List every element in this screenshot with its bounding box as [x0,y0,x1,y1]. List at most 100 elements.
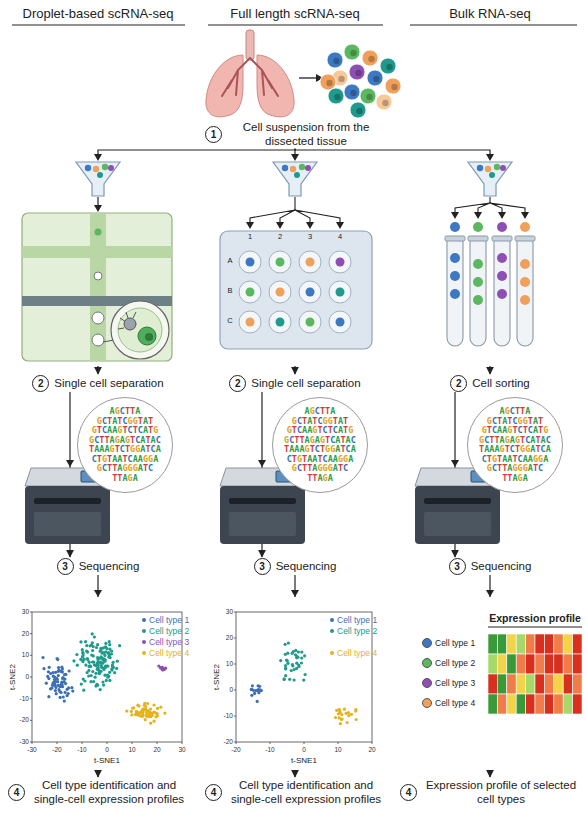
legend-swatch [422,638,432,648]
scatter-point [99,647,102,650]
scatter-point [70,686,73,689]
well [269,251,291,273]
cell [473,277,483,287]
heatmap-cell [554,674,563,694]
cell [306,288,315,297]
step-label: 3Sequencing [254,558,337,575]
cell [306,318,315,327]
scatter-point [130,713,133,716]
scatter-point [103,654,106,657]
sorting-tubes [445,197,535,346]
scatter-point [337,712,340,715]
scatter-point [297,650,300,653]
legend-swatch [330,618,334,622]
scatter-point [98,657,101,660]
scatter-point [161,667,164,670]
scatter-point [146,702,149,705]
scatter-point [61,670,64,673]
scatter-point [67,692,70,695]
cell [520,277,530,287]
scatter-point [136,704,139,707]
heatmap-cell [507,654,516,674]
scatter-point [89,680,92,683]
scatter-point [96,668,99,671]
cell [450,271,460,281]
scatter-point [42,667,45,670]
scatter-point [300,651,303,654]
well-plate-arrowheads [246,222,344,229]
well [329,251,351,273]
nucleus [350,50,356,56]
scatter-point [287,641,290,644]
tick [372,742,373,744]
well-row-index: C [227,317,232,326]
scatter-point [88,661,91,664]
legend-swatch [142,618,146,622]
scatter-point [142,707,145,710]
tick [30,677,32,678]
tick [30,698,32,699]
tick-label: -10 [77,746,86,753]
scatter-point [47,677,50,680]
scatter-point [149,707,152,710]
scatter-point [57,688,60,691]
well-plate [250,197,340,222]
lung-illustration [206,30,401,118]
scatter-point [283,678,286,681]
scatter-point [284,674,287,677]
nucleus [366,94,372,100]
step-label: 2Single cell separation [32,375,163,392]
tick [234,716,236,717]
scatter-point [154,711,157,714]
scatter-point [256,700,259,703]
scatter-point [76,664,79,667]
scatter-point [302,679,305,682]
cell [336,258,345,267]
heatmap-cell [507,634,516,654]
step-label: 1Cell suspension from the dissected tiss… [205,120,385,149]
step-number: 4 [8,784,25,801]
scatter-point [105,647,108,650]
scatter-point [156,707,159,710]
scatter-point [81,654,84,657]
scatter-point [251,684,254,687]
cell [450,253,460,263]
scatter-point [300,656,303,659]
scatter-point [260,689,263,692]
scatter-point [125,710,128,713]
step-text: Cell type identification and single-cell… [30,778,188,807]
tick [30,742,32,743]
well [299,311,321,333]
scatter-point [293,678,296,681]
scatter-point [111,663,114,666]
scatter-point [295,655,298,658]
scatter-point [163,712,166,715]
legend-swatch [422,698,432,708]
cell [276,288,285,297]
cell [360,88,376,104]
scatter-point [290,669,293,672]
legend-text: Cell type 1 [337,615,377,625]
cell [344,84,360,100]
dna-zoom-circle: AGCTTA GCTATCGGTAT GTCAAGTCTCATG GCTTAGA… [467,397,563,493]
heatmap-cell [516,674,525,694]
nucleus [386,64,392,70]
axis-label: t-SNE1 [94,756,120,765]
legend-swatch [330,651,334,655]
scatter-point [284,643,287,646]
step-text: Cell sorting [472,376,530,390]
scatter-point [297,664,300,667]
heatmap-cell [497,634,506,654]
tick [234,664,236,665]
plot-backdrops [0,597,587,770]
step-number: 2 [229,375,246,392]
scatter-point [71,690,74,693]
scatter-point [250,688,253,691]
scatter-point [57,669,60,672]
scatter-point [144,718,147,721]
nucleus [382,100,388,106]
scatter-point [87,674,90,677]
tick-label: 30 [226,608,233,615]
cell [520,259,530,269]
heatmap-cell [507,694,516,714]
